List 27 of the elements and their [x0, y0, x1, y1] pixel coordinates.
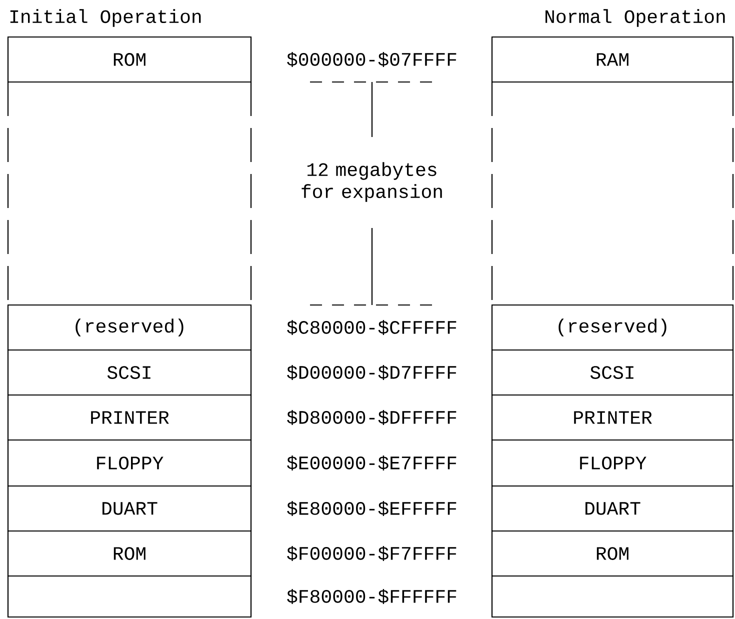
column-heading: Normal Operation — [546, 9, 725, 27]
memory-block: SCSI — [491, 349, 734, 396]
memory-block — [491, 575, 734, 618]
column-heading: Initial Operation — [10, 9, 201, 27]
memory-block: SCSI — [7, 349, 252, 396]
memory-block: RAM — [491, 36, 734, 83]
address-range: $C80000-$CFFFFF — [287, 320, 456, 335]
memory-block: DUART — [491, 485, 734, 532]
address-range: $D80000-$DFFFFF — [287, 410, 456, 425]
memory-block: DUART — [7, 485, 252, 532]
memory-block: PRINTER — [7, 394, 252, 441]
memory-block: (reserved) — [7, 304, 252, 351]
address-range: $E80000-$EFFFFF — [287, 501, 456, 516]
address-range: $D00000-$D7FFFF — [287, 365, 456, 380]
address-range: $E00000-$E7FFFF — [287, 456, 456, 470]
address-range: $000000-$07FFFF — [287, 52, 456, 67]
address-range: $F00000-$F7FFFF — [287, 546, 456, 561]
memory-block: FLOPPY — [7, 439, 252, 487]
memory-block: PRINTER — [491, 394, 734, 441]
expansion-note: 12 megabytes for expansion — [302, 162, 442, 202]
memory-block — [7, 575, 252, 618]
address-range: $F80000-$FFFFFF — [287, 589, 456, 604]
memory-block: ROM — [491, 530, 734, 577]
memory-block: (reserved) — [491, 304, 734, 351]
memory-block: FLOPPY — [491, 439, 734, 487]
memory-block: ROM — [7, 36, 252, 83]
memory-block: ROM — [7, 530, 252, 577]
